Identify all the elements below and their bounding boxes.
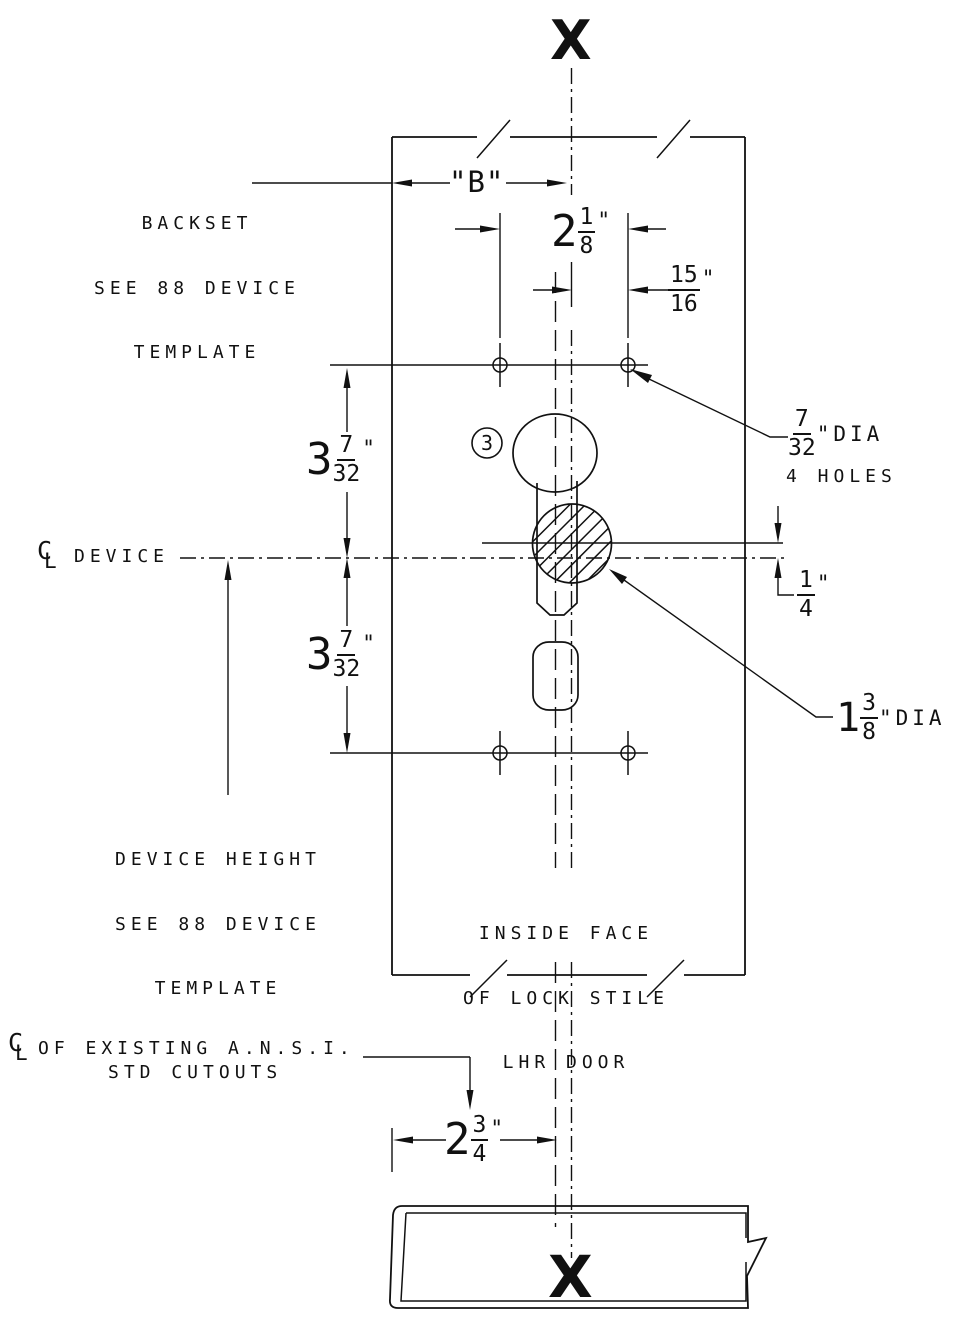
fraction-denominator: 8 — [579, 233, 594, 259]
dim-hole-offset: 15 16 " — [668, 264, 714, 316]
inch-mark: " — [490, 1116, 504, 1140]
fraction-denominator: 4 — [799, 596, 813, 622]
fraction-numerator: 7 — [792, 408, 811, 435]
door-bottom-section — [389, 1205, 768, 1309]
balloon-number: 3 — [481, 431, 493, 455]
device-height-note: DEVICE HEIGHT SEE 88 DEVICE TEMPLATE — [106, 806, 330, 1043]
fraction-numerator: 3 — [470, 1114, 489, 1141]
cylinder-hole-hatched — [531, 503, 613, 584]
ansi-note-line2: STD CUTOUTS — [108, 1062, 283, 1083]
backset-note-line3: TEMPLATE — [133, 342, 261, 363]
backset-note-line2: SEE 88 DEVICE — [94, 277, 300, 299]
inside-face-note-line2: OF LOCK STILE — [463, 987, 669, 1009]
dim-lower-height: 3 7 32 " — [306, 629, 375, 681]
fraction-denominator: 32 — [332, 656, 361, 682]
dim-cutout-backset-whole: 2 — [444, 1114, 471, 1165]
dim-lower-height-fraction: 7 32 — [333, 629, 361, 681]
centerline-symbol-ansi: C L — [8, 1030, 34, 1070]
inside-face-note: INSIDE FACE OF LOCK STILE LHR DOOR — [453, 880, 679, 1117]
keyhole-cutout — [512, 413, 613, 711]
dim-upper-height-whole: 3 — [306, 434, 333, 485]
fraction-denominator: 32 — [788, 435, 816, 461]
inside-face-note-line3: LHR DOOR — [502, 1052, 630, 1073]
dim-hole-span-fraction: 1 8 — [577, 206, 596, 259]
dim-upper-height: 3 7 32 " — [306, 434, 375, 486]
dimension-linework — [227, 182, 833, 1172]
dim-lower-height-whole: 3 — [306, 629, 333, 680]
dia-suffix: "DIA — [878, 706, 946, 730]
dim-cylinder-dia-fraction: 3 8 — [860, 692, 878, 744]
dim-hole-dia: 7 32 "DIA — [788, 408, 883, 460]
inch-mark: " — [362, 631, 375, 655]
mounting-holes — [330, 343, 648, 775]
centerline-symbol-l: L — [44, 549, 57, 573]
fraction-numerator: 15 — [668, 264, 700, 291]
hole-bottom-right — [620, 745, 636, 761]
dim-cl-offset: 1 4 " — [797, 569, 830, 621]
hole-top-left — [492, 357, 508, 373]
fraction-numerator: 3 — [860, 692, 878, 719]
balloon-marker: 3 — [471, 427, 503, 459]
hole-bottom-left — [492, 745, 508, 761]
dim-cylinder-dia: 1 3 8 "DIA — [836, 692, 946, 744]
fraction-numerator: 1 — [577, 206, 596, 233]
dim-upper-height-fraction: 7 32 — [333, 434, 361, 486]
fraction-denominator: 8 — [862, 719, 876, 745]
lower-oval-cutout — [532, 641, 579, 711]
dim-hole-dia-fraction: 7 32 — [788, 408, 816, 460]
hole-top-right — [620, 357, 636, 373]
arrowheads — [224, 179, 782, 1144]
fraction-denominator: 4 — [472, 1141, 487, 1167]
backset-note-line1: BACKSET — [141, 213, 253, 234]
dim-cl-offset-fraction: 1 4 — [797, 569, 815, 621]
dim-cylinder-dia-whole: 1 — [836, 695, 861, 741]
centerline-symbol-device: C L — [37, 538, 63, 578]
fraction-numerator: 1 — [797, 569, 815, 596]
upper-circle-cutout — [512, 413, 598, 493]
fraction-denominator: 32 — [332, 461, 361, 487]
inch-mark: " — [362, 436, 375, 460]
fraction-denominator: 16 — [670, 291, 698, 317]
backset-note: BACKSET SEE 88 DEVICE TEMPLATE — [83, 170, 311, 407]
device-height-note-line3: TEMPLATE — [154, 978, 282, 999]
backset-ref-dim: "B" — [449, 165, 505, 199]
centerline-symbol-c: C — [8, 1028, 24, 1057]
inch-mark: " — [597, 208, 611, 232]
inch-mark: " — [701, 266, 715, 290]
section-marker-bottom: X — [548, 1243, 593, 1311]
dim-hole-span-whole: 2 — [551, 206, 578, 257]
centerline-symbol-l: L — [15, 1041, 28, 1065]
device-height-note-line1: DEVICE HEIGHT — [115, 849, 321, 870]
dim-cutout-backset-fraction: 3 4 — [470, 1114, 489, 1167]
centerlines — [180, 68, 785, 1258]
section-marker-top: X — [550, 9, 592, 72]
ansi-note-line1: OF EXISTING A.N.S.I. — [38, 1038, 355, 1059]
dia-suffix: "DIA — [816, 422, 884, 446]
dim-cutout-backset: 2 3 4 " — [444, 1114, 503, 1166]
holes-count-note: 4 HOLES — [786, 466, 897, 487]
device-height-note-line2: SEE 88 DEVICE — [115, 913, 321, 935]
inside-face-note-line1: INSIDE FACE — [478, 923, 654, 944]
centerline-symbol-c: C — [37, 536, 53, 565]
fraction-numerator: 7 — [337, 434, 356, 461]
dim-hole-span: 2 1 8 " — [551, 206, 610, 258]
device-centerline-label: DEVICE — [74, 546, 170, 567]
inch-mark: " — [816, 571, 830, 595]
lock-stile-outline — [391, 119, 746, 998]
dim-hole-offset-fraction: 15 16 — [668, 264, 700, 316]
fraction-numerator: 7 — [337, 629, 356, 656]
